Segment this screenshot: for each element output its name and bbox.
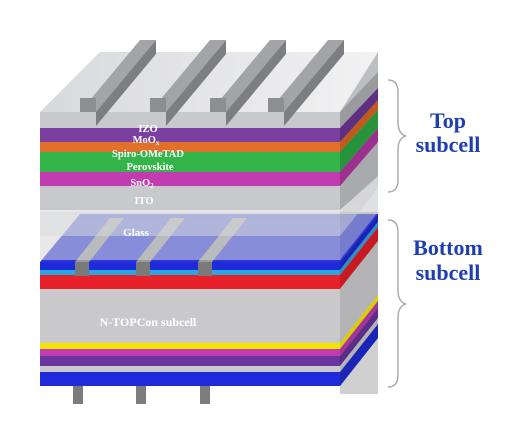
glass-label: Glass xyxy=(123,227,149,239)
spiro-label: Spiro-OMeTAD xyxy=(112,149,184,160)
perovskite-layer xyxy=(40,152,340,172)
top-callout-line1: Top xyxy=(430,108,466,133)
rear-finger xyxy=(73,386,83,404)
top-callout: Top subcell xyxy=(387,79,481,193)
izo-layer xyxy=(40,112,340,128)
bottom-magenta-layer xyxy=(40,349,340,356)
bottom-gray-layer xyxy=(40,366,340,372)
bottom-callout-line2: subcell xyxy=(416,260,481,285)
top-callout-line2: subcell xyxy=(416,132,481,157)
bottom-purple-layer xyxy=(40,356,340,366)
top-subcell-stack: Glass xyxy=(40,40,378,260)
bottom-silicon-layer xyxy=(40,289,340,343)
bottom-red-layer xyxy=(40,275,340,289)
sno2-label: SnO2 xyxy=(130,178,154,190)
top-bracket xyxy=(387,79,407,193)
bottom-callout: Bottom subcell xyxy=(387,219,483,388)
sno2-layer xyxy=(40,172,340,186)
bottom-callout-line1: Bottom xyxy=(413,235,483,260)
ito-layer xyxy=(40,186,340,210)
bottom-bracket xyxy=(387,219,407,388)
rear-finger xyxy=(200,386,210,404)
glass-layer xyxy=(40,170,378,260)
izo-label: IZO xyxy=(138,124,157,135)
bottom-rear-blue-layer xyxy=(40,372,340,386)
top-front-fingers xyxy=(80,40,344,126)
moox-layer xyxy=(40,128,340,142)
bottom-yellow-layer xyxy=(40,343,340,349)
bottom-blue-layer xyxy=(40,262,340,270)
moox-label: MoOx xyxy=(133,135,160,147)
topcon-label: N-TOPCon subcell xyxy=(100,315,197,329)
ito-label: ITO xyxy=(134,196,153,207)
spiro-layer xyxy=(40,142,340,152)
rear-finger xyxy=(136,386,146,404)
perovskite-label: Perovskite xyxy=(126,162,173,173)
bottom-cyan-layer xyxy=(40,270,340,275)
